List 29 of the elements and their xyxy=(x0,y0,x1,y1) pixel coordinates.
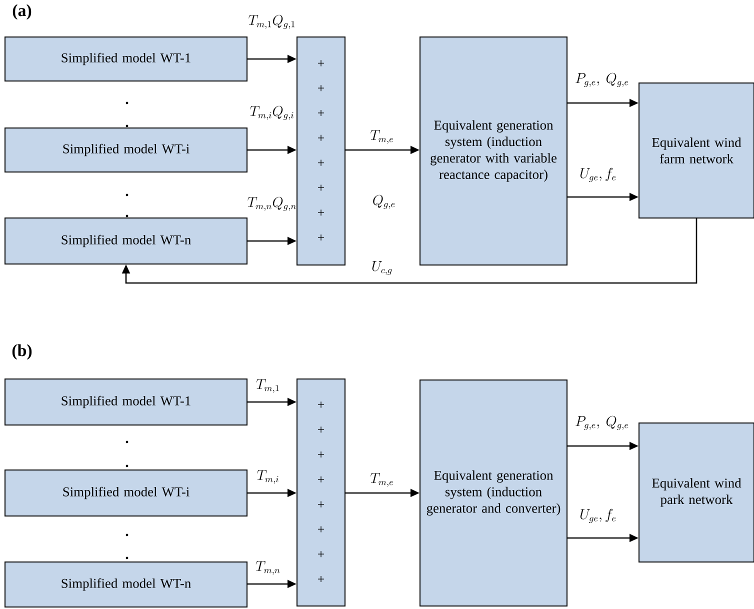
edge-label: $P_{g,e},\ Q_{g,e}$ xyxy=(576,72,628,87)
edge-label: $T_{m,n} Q_{g,n}$ xyxy=(248,196,296,211)
edge-label: $T_{m,e}$ xyxy=(370,473,394,487)
process-box: Simplified model WT-1 xyxy=(4,378,248,426)
process-box: Simplified model WT-1 xyxy=(4,36,248,82)
process-box: Simplified model WT-n xyxy=(4,217,248,264)
edge-label: $T_{m,i}$ xyxy=(257,470,278,484)
process-box: Simplified model WT-i xyxy=(4,127,248,172)
summing-junction-box: + + + + + + + + xyxy=(296,378,346,606)
summing-junction-box: + + + + + + + + xyxy=(296,36,346,266)
edge-label: $T_{m,1}$ xyxy=(256,379,279,393)
edge-label: $T_{m,1} Q_{g,1}$ xyxy=(248,14,295,29)
process-box: Equivalent wind park network xyxy=(638,422,754,562)
process-box: Equivalent wind farm network xyxy=(638,82,754,218)
process-box: Equivalent generation system (induction generator with variable reactance capacitor) xyxy=(420,36,568,266)
edge-label: $T_{m,i} Q_{g,i}$ xyxy=(250,106,294,120)
panel-label: (a) xyxy=(12,4,32,20)
process-box: Equivalent generation system (induction generator and converter) xyxy=(420,379,568,606)
arrow xyxy=(122,218,698,284)
edge-label: $T_{m,e}$ xyxy=(370,130,394,144)
process-box: Simplified model WT-i xyxy=(4,469,248,516)
signal-label: $Q_{g,e}$ xyxy=(373,194,395,209)
edge-label: $U_{c,g}$ xyxy=(372,261,392,275)
edge-label: $U_{ge},f_{e}$ xyxy=(580,168,616,182)
panel-label: (b) xyxy=(12,344,32,360)
edge-label: $U_{ge},f_{e}$ xyxy=(580,508,616,524)
edge-label: $T_{m,n}$ xyxy=(256,561,280,575)
process-box: Simplified model WT-n xyxy=(4,561,248,608)
edge-label: $P_{g,e},\ Q_{g,e}$ xyxy=(576,416,628,430)
